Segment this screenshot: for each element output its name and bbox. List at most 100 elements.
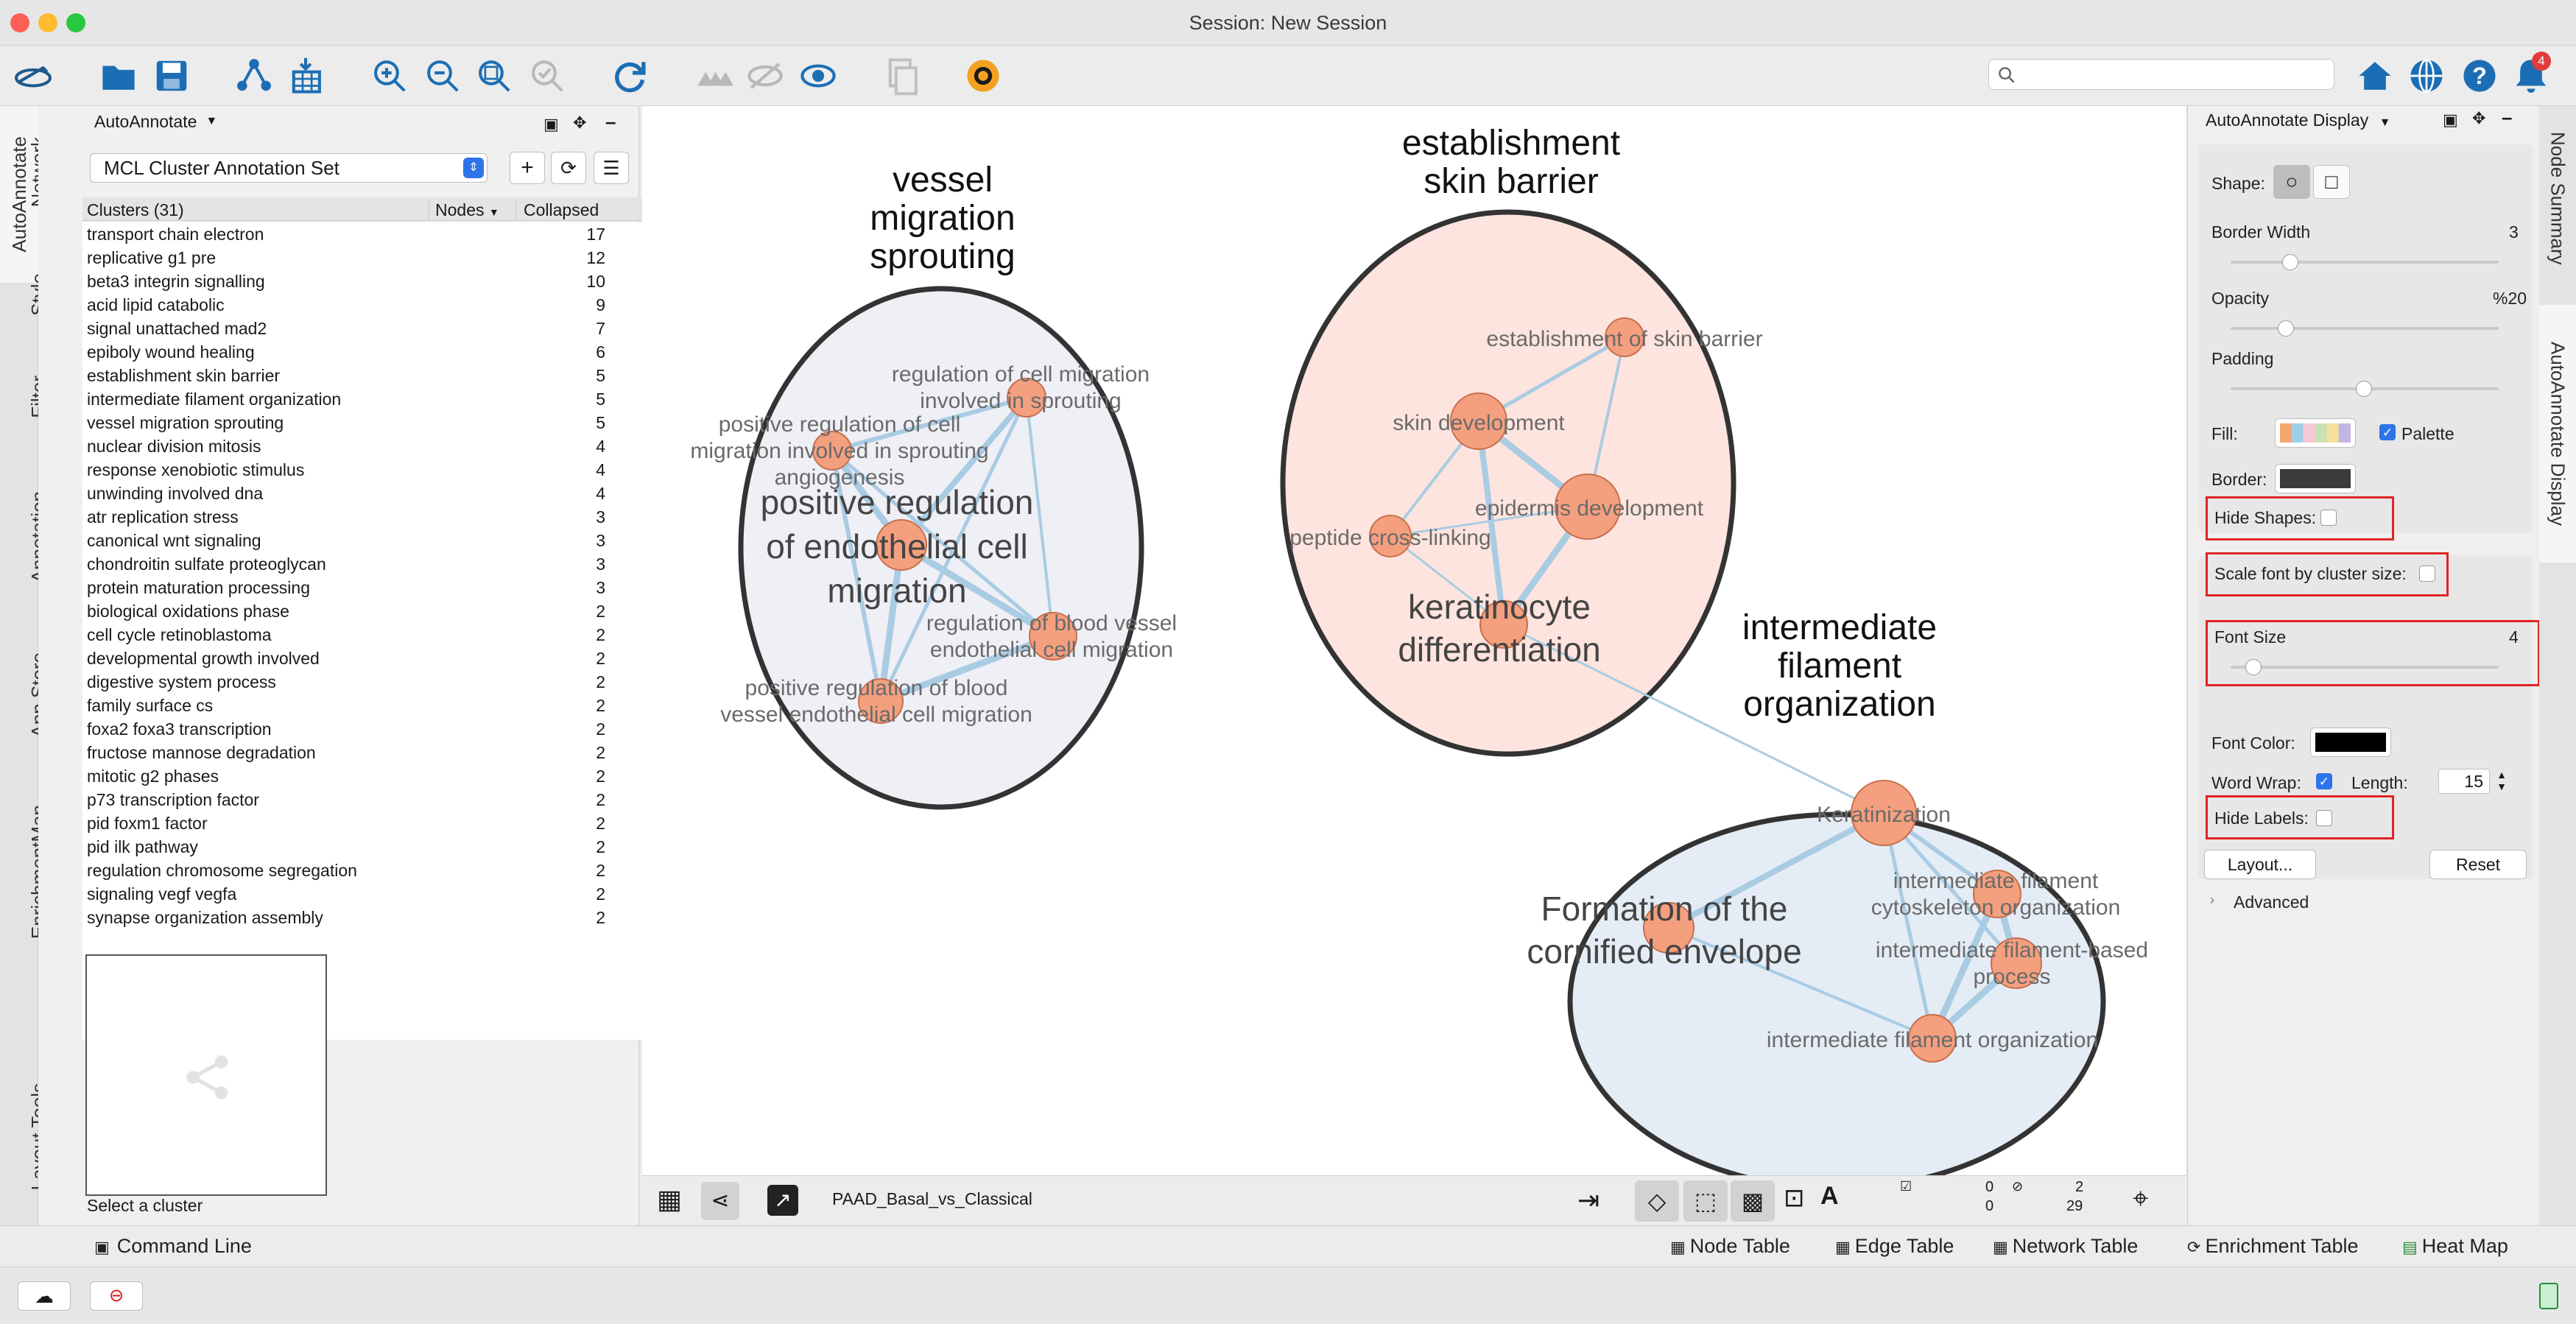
edge[interactable] xyxy=(1390,505,1588,538)
enrichment-table-button[interactable]: ⟳Enrichment Table xyxy=(2187,1235,2359,1257)
opacity-slider[interactable] xyxy=(2231,320,2499,337)
node-label[interactable]: Keratinization xyxy=(1817,803,1951,827)
grid-view-icon[interactable]: ▦ xyxy=(657,1184,683,1214)
edge[interactable] xyxy=(1476,420,1507,625)
float-panel-icon[interactable]: ▣ xyxy=(2443,110,2458,129)
advanced-toggle[interactable]: Advanced xyxy=(2234,892,2309,912)
cluster-shape-skin[interactable] xyxy=(1280,209,1736,757)
hide-labels-checkbox[interactable] xyxy=(2316,810,2332,826)
node[interactable] xyxy=(858,678,904,724)
node[interactable] xyxy=(812,431,852,471)
annotation-select-icon[interactable]: ▩ xyxy=(1731,1180,1775,1222)
minimize-panel-icon[interactable]: – xyxy=(2502,106,2513,128)
cluster-shape-vessel[interactable] xyxy=(738,286,1144,810)
node[interactable] xyxy=(1605,317,1644,357)
layout-button[interactable]: Layout... xyxy=(2204,850,2316,879)
heat-map-button[interactable]: ▤Heat Map xyxy=(2402,1235,2508,1257)
chevron-down-icon[interactable]: ▼ xyxy=(205,115,218,127)
crosshair-icon[interactable]: ⌖ xyxy=(2133,1183,2149,1214)
detach-view-icon[interactable]: ↗ xyxy=(767,1185,798,1216)
menu-button[interactable]: ☰ xyxy=(594,152,629,184)
padding-slider[interactable] xyxy=(2231,381,2499,397)
label-select-icon[interactable]: A xyxy=(1820,1182,1839,1210)
node[interactable] xyxy=(1450,392,1507,450)
network-table-button[interactable]: ▦Network Table xyxy=(1993,1235,2139,1257)
panel-title[interactable]: AutoAnnotate xyxy=(94,111,197,131)
edge-table-button[interactable]: ▦Edge Table xyxy=(1835,1235,1954,1257)
edge[interactable] xyxy=(879,633,1055,705)
node[interactable] xyxy=(1851,780,1917,846)
node[interactable] xyxy=(1369,515,1412,557)
edge[interactable] xyxy=(877,544,905,702)
edge[interactable] xyxy=(1667,810,1885,931)
node[interactable] xyxy=(1029,612,1077,661)
node[interactable] xyxy=(1991,937,2042,989)
network-view-icon[interactable]: ⋖ xyxy=(701,1182,739,1220)
export-icon[interactable]: ⇥ xyxy=(1577,1185,1600,1215)
reset-button[interactable]: Reset xyxy=(2429,850,2527,879)
edge[interactable] xyxy=(879,396,1029,703)
node[interactable] xyxy=(1973,870,2021,918)
tab-autoannotate[interactable]: AutoAnnotate xyxy=(0,106,38,283)
length-input[interactable]: 15 xyxy=(2438,769,2490,794)
cytoscape-logo-icon[interactable] xyxy=(7,46,59,106)
command-line-button[interactable]: ▣Command Line xyxy=(94,1235,252,1257)
node-label[interactable]: epidermis development xyxy=(1475,496,1704,521)
search-input[interactable] xyxy=(1988,59,2334,90)
close-window-button[interactable] xyxy=(10,13,29,32)
edge[interactable] xyxy=(1668,926,1933,1040)
scale-font-checkbox[interactable] xyxy=(2419,566,2435,582)
help-icon[interactable]: ? xyxy=(2455,46,2504,106)
rectangle-shape-icon[interactable]: □ xyxy=(2313,165,2350,199)
node[interactable] xyxy=(876,519,927,571)
node[interactable] xyxy=(1479,600,1528,649)
tab-autoannotate-display[interactable]: AutoAnnotate Display xyxy=(2539,305,2576,563)
node-label[interactable]: peptide cross-linking xyxy=(1289,526,1491,550)
length-stepper-icon[interactable]: ▲▼ xyxy=(2496,769,2507,792)
enrichment-search-icon[interactable] xyxy=(957,46,1009,106)
home-icon[interactable] xyxy=(2351,46,2399,106)
chevron-right-icon[interactable]: › xyxy=(2210,892,2214,907)
pin-icon[interactable]: ✥ xyxy=(573,113,587,132)
float-panel-icon[interactable]: ▣ xyxy=(543,115,559,133)
zoom-out-icon[interactable] xyxy=(417,46,468,106)
import-table-icon[interactable] xyxy=(280,46,331,106)
pin-icon[interactable]: ✥ xyxy=(2472,109,2486,127)
edge[interactable] xyxy=(1882,811,2018,965)
node-select-icon[interactable]: ◇ xyxy=(1635,1180,1679,1222)
col-clusters[interactable]: Clusters (31) xyxy=(87,200,184,219)
col-nodes[interactable]: Nodes ▼ xyxy=(429,200,510,220)
node-label[interactable]: intermediate filament organization xyxy=(1767,1028,2098,1052)
refresh-icon[interactable] xyxy=(604,46,655,106)
